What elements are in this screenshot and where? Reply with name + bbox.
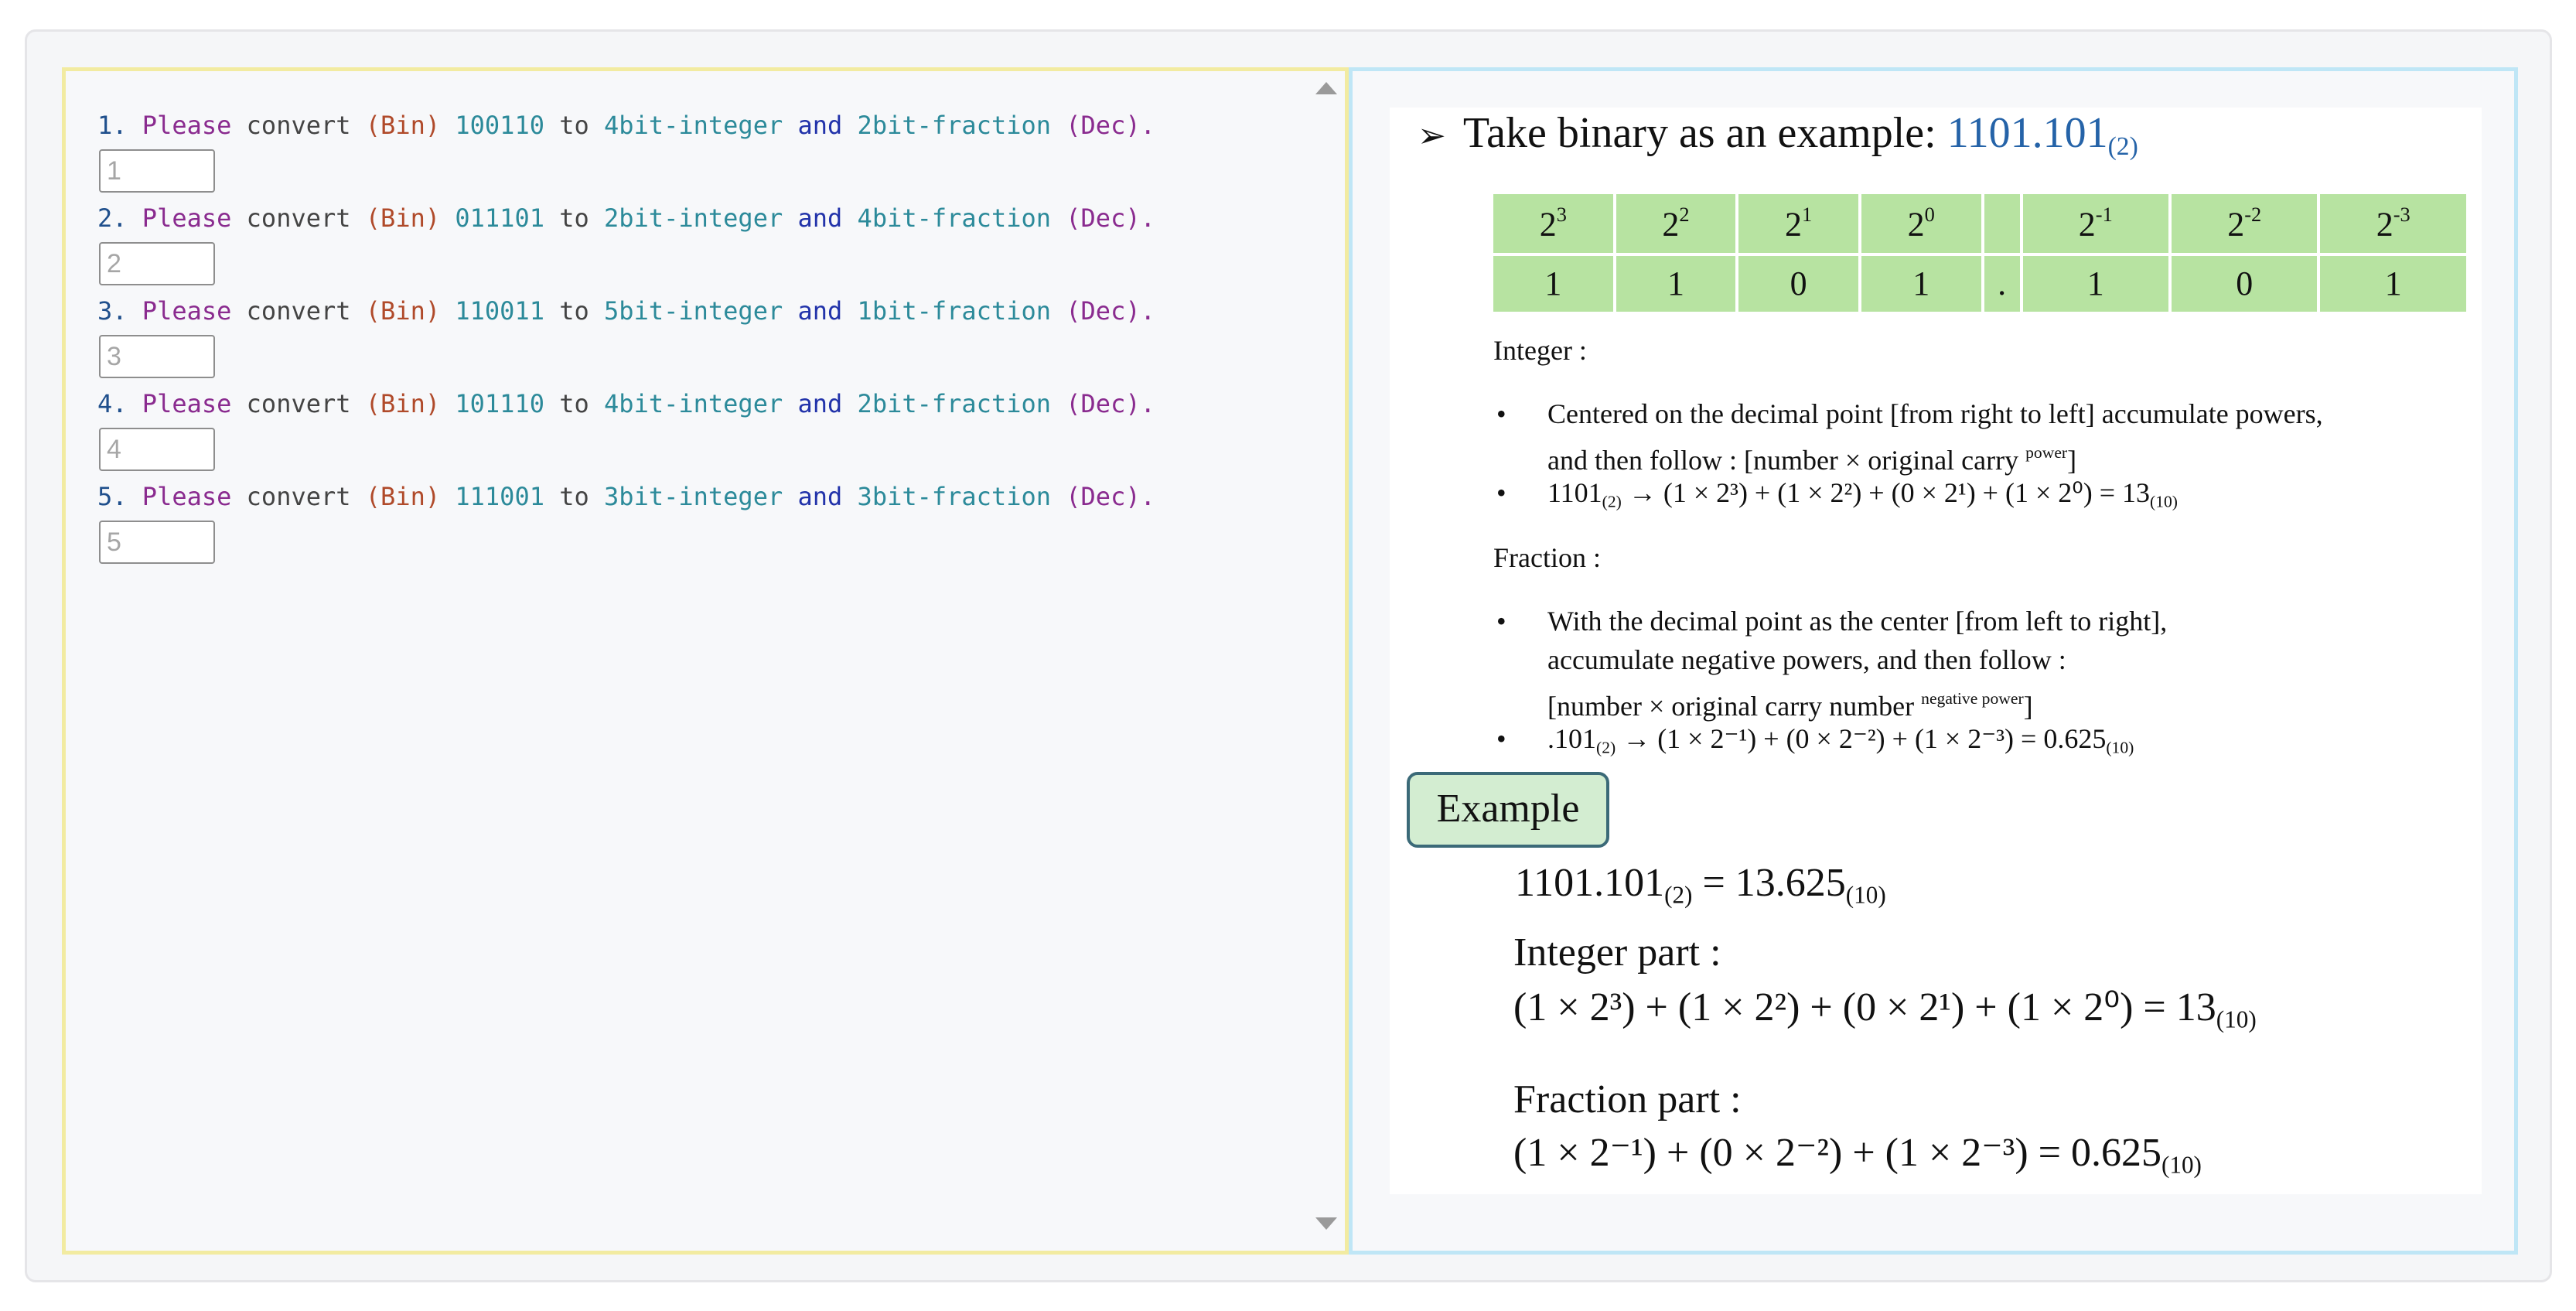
answer-input-5[interactable] bbox=[99, 521, 215, 564]
arrow-icon: → bbox=[1616, 723, 1658, 754]
example-button[interactable]: Example bbox=[1407, 772, 1609, 848]
question-1: 1. Please convert (Bin) 100110 to 4bit-i… bbox=[97, 111, 1155, 140]
fraction-example-terms: (1 × 2⁻¹) + (0 × 2⁻²) + (1 × 2⁻³) = 0.62… bbox=[1657, 723, 2107, 754]
table-cell: 1 bbox=[2019, 252, 2172, 316]
table-cell: . bbox=[1981, 252, 2023, 316]
answer-input-4[interactable] bbox=[99, 428, 215, 471]
answer-input-3[interactable] bbox=[99, 335, 215, 378]
powers-header-row: 23 22 21 20 2-1 2-2 2-3 bbox=[1490, 191, 2469, 256]
integer-part-label: Integer part : bbox=[1513, 930, 1721, 975]
bullet-dot-icon: • bbox=[1496, 477, 1506, 508]
fraction-part-label: Fraction part : bbox=[1513, 1077, 1742, 1122]
fraction-rule-line3: [number × original carry number bbox=[1547, 691, 1922, 722]
table-cell: 2-3 bbox=[2317, 191, 2469, 256]
negative-power-superscript: negative power bbox=[1921, 689, 2024, 708]
question-3: 3. Please convert (Bin) 110011 to 5bit-i… bbox=[97, 296, 1155, 326]
questions-panel[interactable] bbox=[62, 67, 1349, 1255]
integer-label: Integer : bbox=[1493, 335, 1587, 366]
base-subscript: (10) bbox=[2150, 492, 2178, 511]
table-cell: 1 bbox=[1612, 252, 1739, 316]
table-cell: 0 bbox=[2168, 252, 2321, 316]
answer-input-1[interactable] bbox=[99, 149, 215, 193]
fraction-label: Fraction : bbox=[1493, 542, 1601, 573]
scroll-up-arrow-icon[interactable] bbox=[1315, 82, 1337, 94]
base-subscript: (10) bbox=[2106, 738, 2134, 757]
reference-heading: ➢Take binary as an example: 1101.101(2) bbox=[1418, 109, 2138, 162]
fraction-rule-line2: accumulate negative powers, and then fol… bbox=[1547, 644, 2066, 675]
table-cell: 1 bbox=[1858, 252, 1984, 316]
table-cell: 2-2 bbox=[2168, 191, 2321, 256]
table-cell: 21 bbox=[1735, 191, 1861, 256]
example-equation: 1101.101(2) = 13.625(10) bbox=[1515, 861, 1886, 909]
base-subscript: (2) bbox=[1596, 738, 1616, 757]
bits-row: 1 1 0 1 . 1 0 1 bbox=[1490, 252, 2469, 316]
answer-input-2[interactable] bbox=[99, 242, 215, 285]
table-cell: 1 bbox=[2317, 252, 2469, 316]
table-cell: 20 bbox=[1858, 191, 1984, 256]
arrow-bullet-icon: ➢ bbox=[1418, 117, 1446, 155]
table-cell: 2-1 bbox=[2019, 191, 2172, 256]
integer-rule-end: ] bbox=[2067, 445, 2077, 476]
scroll-down-arrow-icon[interactable] bbox=[1315, 1217, 1337, 1230]
power-superscript: power bbox=[2025, 443, 2068, 462]
fraction-rule-end: ] bbox=[2023, 691, 2033, 722]
fraction-part-expression: (1 × 2⁻¹) + (0 × 2⁻²) + (1 × 2⁻³) = 0.62… bbox=[1513, 1131, 2202, 1179]
fraction-example-lhs: .101 bbox=[1547, 723, 1596, 754]
binary-place-value-table: 23 22 21 20 2-1 2-2 2-3 1 1 0 1 . 1 0 1 bbox=[1490, 191, 2469, 316]
integer-rule-line2: and then follow : [number × original car… bbox=[1547, 445, 2026, 476]
table-cell: 0 bbox=[1735, 252, 1861, 316]
integer-rule-line1: Centered on the decimal point [from righ… bbox=[1547, 398, 2323, 429]
integer-example-terms: (1 × 2³) + (1 × 2²) + (0 × 2¹) + (1 × 2⁰… bbox=[1663, 477, 2150, 508]
integer-part-expression: (1 × 2³) + (1 × 2²) + (0 × 2¹) + (1 × 2⁰… bbox=[1513, 985, 2257, 1033]
fraction-rule-line1: With the decimal point as the center [fr… bbox=[1547, 606, 2168, 637]
table-cell: 23 bbox=[1490, 191, 1616, 256]
arrow-icon: → bbox=[1621, 477, 1663, 508]
question-2: 2. Please convert (Bin) 011101 to 2bit-i… bbox=[97, 203, 1155, 233]
question-5: 5. Please convert (Bin) 111001 to 3bit-i… bbox=[97, 482, 1155, 511]
table-cell: 22 bbox=[1612, 191, 1739, 256]
bullet-dot-icon: • bbox=[1496, 398, 1506, 429]
integer-example-lhs: 1101 bbox=[1547, 477, 1602, 508]
base-subscript: (2) bbox=[1602, 492, 1622, 511]
table-cell bbox=[1981, 191, 2023, 256]
bullet-dot-icon: • bbox=[1496, 606, 1506, 637]
bullet-dot-icon: • bbox=[1496, 723, 1506, 754]
table-cell: 1 bbox=[1490, 252, 1616, 316]
question-4: 4. Please convert (Bin) 101110 to 4bit-i… bbox=[97, 389, 1155, 418]
